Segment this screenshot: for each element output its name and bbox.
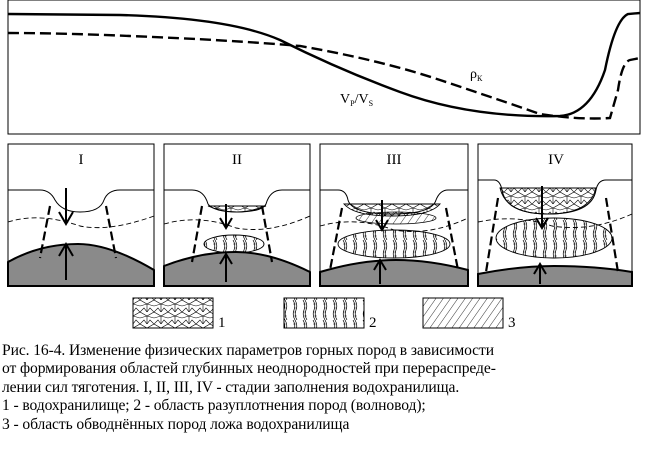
up-arrow [373, 258, 387, 284]
fault-line [260, 205, 274, 263]
top-chart: ρК VP/VS [7, 0, 641, 135]
legend-item-1: 1 [132, 297, 226, 331]
down-arrow [58, 188, 74, 226]
fault-line [328, 207, 344, 271]
dome [163, 250, 311, 287]
legend-swatch-lens [283, 297, 365, 329]
stage-panel-3: III [319, 143, 469, 287]
stage-label-2: II [232, 152, 242, 168]
decompaction-zone [203, 234, 265, 254]
fault-line [104, 205, 118, 259]
fault-line [190, 205, 204, 263]
rho-k-label: ρК [470, 67, 483, 83]
top-chart-frame [7, 0, 641, 135]
caption-line: Рис. 16-4. Изменение физических параметр… [2, 342, 494, 359]
down-arrow [375, 200, 389, 232]
dome [477, 264, 633, 287]
legend-number-1: 1 [218, 315, 226, 331]
up-arrow [58, 242, 74, 280]
decompaction-zone [337, 229, 451, 259]
fault-line [444, 207, 460, 271]
up-arrow [219, 252, 233, 282]
caption-line: от формирования областей глубинных неодн… [2, 360, 496, 378]
stage-panel-4: IV [477, 143, 633, 287]
legend: 1 2 3 [132, 297, 516, 331]
caption-line: лении сил тяготения. I, II, III, IV - ст… [2, 378, 460, 396]
legend-swatch-cells [132, 297, 214, 329]
caption-line: 3 - область обводнённых пород ложа водох… [2, 415, 350, 433]
stage-label-3: III [387, 152, 402, 168]
surface-line [8, 189, 154, 213]
legend-swatch-diagonal [422, 297, 504, 329]
dome [7, 242, 155, 287]
up-arrow [533, 262, 547, 284]
figure-caption: Рис. 16-4. Изменение физических параметр… [2, 342, 642, 434]
stage-label-1: I [79, 152, 84, 168]
legend-item-3: 3 [422, 297, 516, 331]
legend-number-3: 3 [508, 315, 516, 331]
vp-vs-label: VP/VS [340, 92, 373, 108]
rho-k-curve [7, 31, 641, 120]
down-arrow [535, 186, 549, 230]
figure: ρК VP/VS I II [7, 0, 641, 331]
reservoir [499, 187, 597, 215]
saturated-zone [355, 211, 437, 225]
down-arrow [219, 204, 233, 230]
stage-label-4: IV [548, 152, 564, 168]
stage-panel-1: I [7, 143, 155, 287]
fault-line [38, 205, 52, 259]
legend-item-2: 2 [283, 297, 377, 331]
vp-vs-curve [7, 11, 641, 118]
reservoir [207, 205, 267, 213]
legend-number-2: 2 [369, 315, 377, 331]
decompaction-zone [495, 217, 613, 259]
boundary-line [163, 215, 311, 230]
stage-panel-2: II [163, 143, 311, 287]
caption-line: 1 - водохранилище; 2 - область разуплотн… [2, 397, 426, 415]
boundary-line [7, 215, 155, 229]
